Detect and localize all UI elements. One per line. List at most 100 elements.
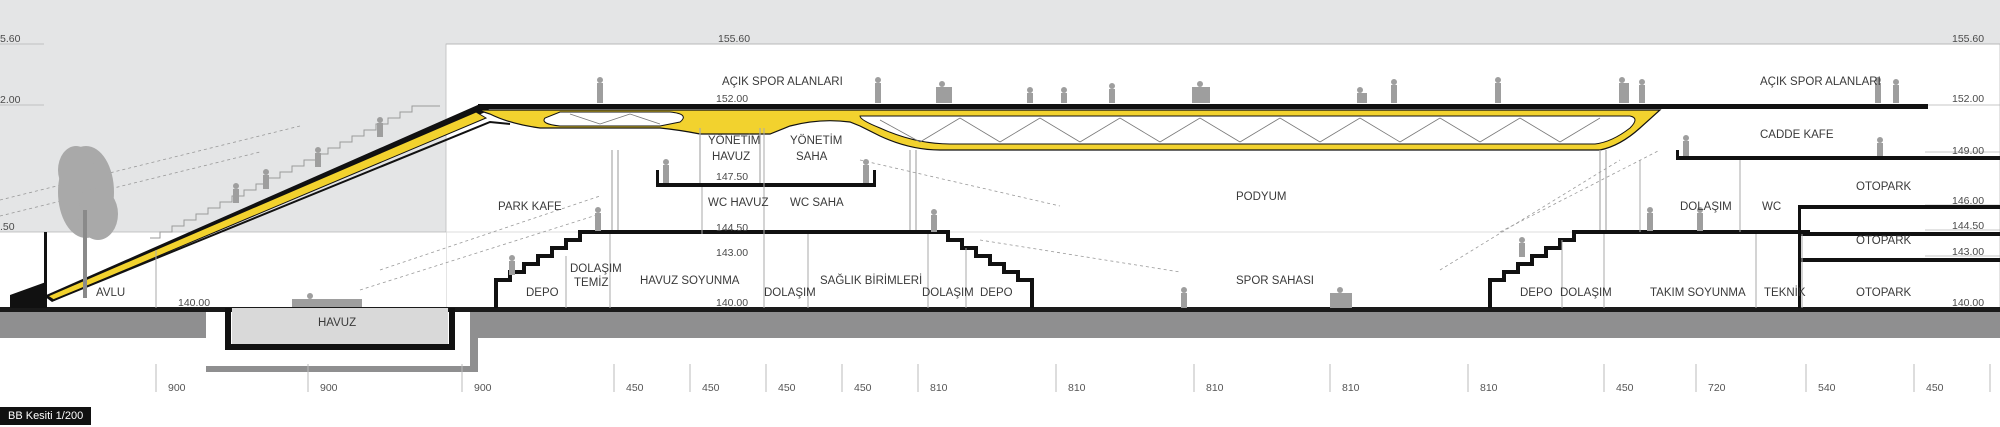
level-left-145: .50: [0, 221, 15, 233]
stair-right: [1488, 230, 1590, 308]
management-wall-right: [873, 170, 876, 187]
label-wc-havuz: WC HAVUZ: [708, 197, 768, 209]
level-155-60-right: 155.60: [1952, 33, 1984, 45]
label-otopark-3: OTOPARK: [1856, 287, 1911, 299]
parking-slab-1: [1676, 156, 2000, 160]
pool-outline: [225, 308, 455, 350]
label-avlu: AVLU: [96, 287, 125, 299]
level-143-00-center: 143.00: [716, 247, 748, 259]
left-lower-white: [0, 232, 446, 310]
level-143-00-right: 143.00: [1952, 246, 1984, 258]
dimension-label: 450: [626, 382, 644, 394]
mid-slab-right: [1590, 230, 1810, 234]
left-ramp-base: [10, 282, 46, 308]
label-depo-1: DEPO: [526, 287, 559, 299]
level-144-50-center: 144.50: [716, 222, 748, 234]
dimension-label: 450: [854, 382, 872, 394]
dimension-label: 900: [320, 382, 338, 394]
roof-truss-interior: [543, 111, 1636, 145]
stair-left: [494, 230, 594, 308]
label-acik-spor-2: AÇIK SPOR ALANLARI: [1760, 76, 1881, 88]
dimension-label: 810: [1480, 382, 1498, 394]
label-wc-right: WC: [1762, 201, 1781, 213]
parking-slab-2: [1798, 205, 2000, 209]
management-wall-left: [656, 170, 659, 187]
label-dolasim-right: DOLAŞIM: [1680, 201, 1732, 213]
label-depo-2: DEPO: [980, 287, 1013, 299]
dimension-label: 450: [1616, 382, 1634, 394]
dimension-label: 900: [474, 382, 492, 394]
level-152-00-center: 152.00: [716, 93, 748, 105]
roof-slab: [478, 104, 1928, 109]
tree: [58, 146, 118, 298]
label-wc-saha: WC SAHA: [790, 197, 844, 209]
label-dolasim-3: DOLAŞIM: [1560, 287, 1612, 299]
label-havuz-soyunma: HAVUZ SOYUNMA: [640, 275, 740, 287]
columns: [611, 128, 1607, 232]
pool-water: [232, 308, 448, 344]
dimension-label: 450: [1926, 382, 1944, 394]
dimension-label: 810: [1068, 382, 1086, 394]
drawing-caption: BB Kesiti 1/200: [0, 407, 92, 425]
label-podyum: PODYUM: [1236, 191, 1286, 203]
label-dolasim-1: DOLAŞIM: [764, 287, 816, 299]
label-yonetim-havuz-2: HAVUZ: [712, 151, 750, 163]
level-146-00-right: 146.00: [1952, 195, 1984, 207]
level-left-155: 5.60: [0, 33, 21, 45]
sloped-truss-yellow: [46, 111, 488, 301]
dimension-label: 810: [930, 382, 948, 394]
sight-lines: [0, 125, 1661, 291]
label-yonetim-havuz-1: YÖNETİM: [708, 134, 760, 147]
parking-slab-4: [1798, 258, 2000, 262]
label-park-kafe: PARK KAFE: [498, 201, 562, 213]
management-slab: [656, 183, 876, 187]
label-saglik: SAĞLIK BİRİMLERİ: [820, 274, 922, 287]
label-takim-soyunma: TAKIM SOYUNMA: [1650, 287, 1746, 299]
truss-web: [569, 113, 1601, 143]
parking-slab-3: [1798, 232, 2000, 236]
label-teknik: TEKNİK: [1764, 286, 1806, 299]
ground-mass: [0, 308, 2000, 372]
parking-wall: [1798, 205, 1801, 308]
label-otopark-2: OTOPARK: [1856, 235, 1911, 247]
dimension-label: 900: [168, 382, 186, 394]
people: [233, 77, 1899, 308]
label-depo-3: DEPO: [1520, 287, 1553, 299]
label-dolasim-temiz-1: DOLAŞIM: [570, 263, 622, 275]
room-labels: AÇIK SPOR ALANLARI AÇIK SPOR ALANLARI PA…: [96, 76, 1911, 329]
partitions: [155, 128, 1803, 308]
sloped-underside: [53, 120, 511, 301]
left-wall: [44, 232, 47, 308]
dimension-label: 450: [702, 382, 720, 394]
level-155-60-center: 155.60: [718, 33, 750, 45]
label-havuz: HAVUZ: [318, 317, 356, 329]
label-spor-sahasi: SPOR SAHASI: [1236, 275, 1314, 287]
level-147-50: 147.50: [716, 171, 748, 183]
label-otopark-1: OTOPARK: [1856, 181, 1911, 193]
label-yonetim-saha-1: YÖNETİM: [790, 134, 842, 147]
label-dolasim-2: DOLAŞIM: [922, 287, 974, 299]
label-acik-spor-1: AÇIK SPOR ALANLARI: [722, 76, 843, 88]
level-149-00-right: 149.00: [1952, 145, 1984, 157]
building-envelope: [445, 43, 2000, 311]
level-140-00-left: 140.00: [178, 297, 210, 309]
label-yonetim-saha-2: SAHA: [796, 151, 828, 163]
ground-top-line: [0, 307, 2000, 312]
level-144-50-right: 144.50: [1952, 220, 1984, 232]
level-140-00-center: 140.00: [716, 297, 748, 309]
dimension-label: 810: [1206, 382, 1224, 394]
level-left-152: 2.00: [0, 94, 21, 106]
level-140-00-right: 140.00: [1952, 297, 1984, 309]
cafe-wall: [1676, 150, 1679, 160]
dimension-label: 540: [1818, 382, 1836, 394]
stair-center: [934, 230, 1034, 308]
label-dolasim-temiz-2: TEMİZ: [574, 276, 609, 289]
tribune-steps: [150, 105, 440, 239]
level-labels: 5.60 2.00 .50 155.60 152.00 147.50 144.5…: [0, 33, 1984, 309]
dimension-label: 810: [1342, 382, 1360, 394]
level-152-00-right: 152.00: [1952, 93, 1984, 105]
label-cadde-kafe: CADDE KAFE: [1760, 129, 1834, 141]
